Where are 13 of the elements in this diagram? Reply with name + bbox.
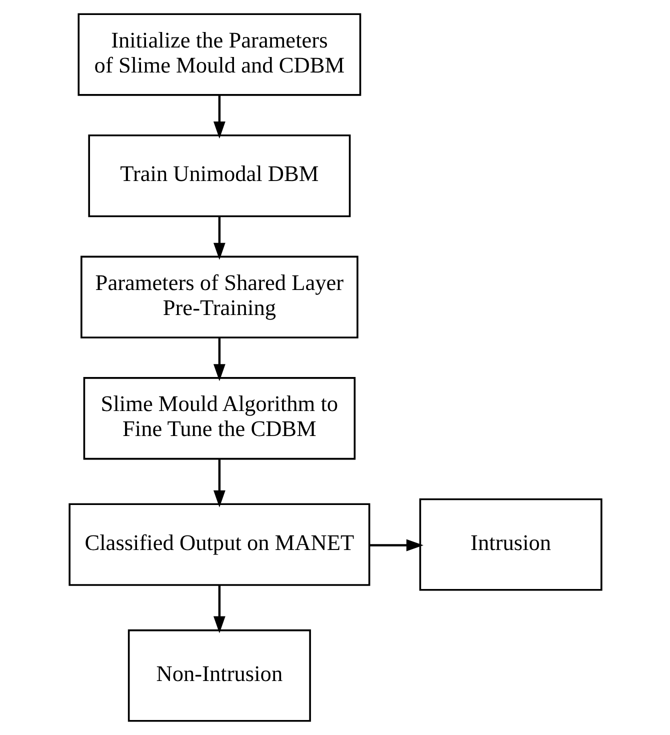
arrow xyxy=(368,539,423,552)
node-box: Classified Output on MANET xyxy=(68,503,370,586)
node-box: Non-Intrusion xyxy=(127,629,310,722)
arrow xyxy=(212,585,225,634)
node-box: Initialize the Parameters of Slime Mould and CDBM xyxy=(77,13,361,96)
node-box: Slime Mould Algorithm to Fine Tune the CDBM xyxy=(82,377,356,460)
arrow xyxy=(212,338,225,382)
arrow xyxy=(212,216,225,260)
node-box: Train Unimodal DBM xyxy=(88,134,350,218)
node-box: Parameters of Shared Layer Pre-Training xyxy=(80,256,358,338)
arrow xyxy=(212,459,225,508)
node-box: Intrusion xyxy=(418,498,602,591)
arrow xyxy=(212,96,225,139)
